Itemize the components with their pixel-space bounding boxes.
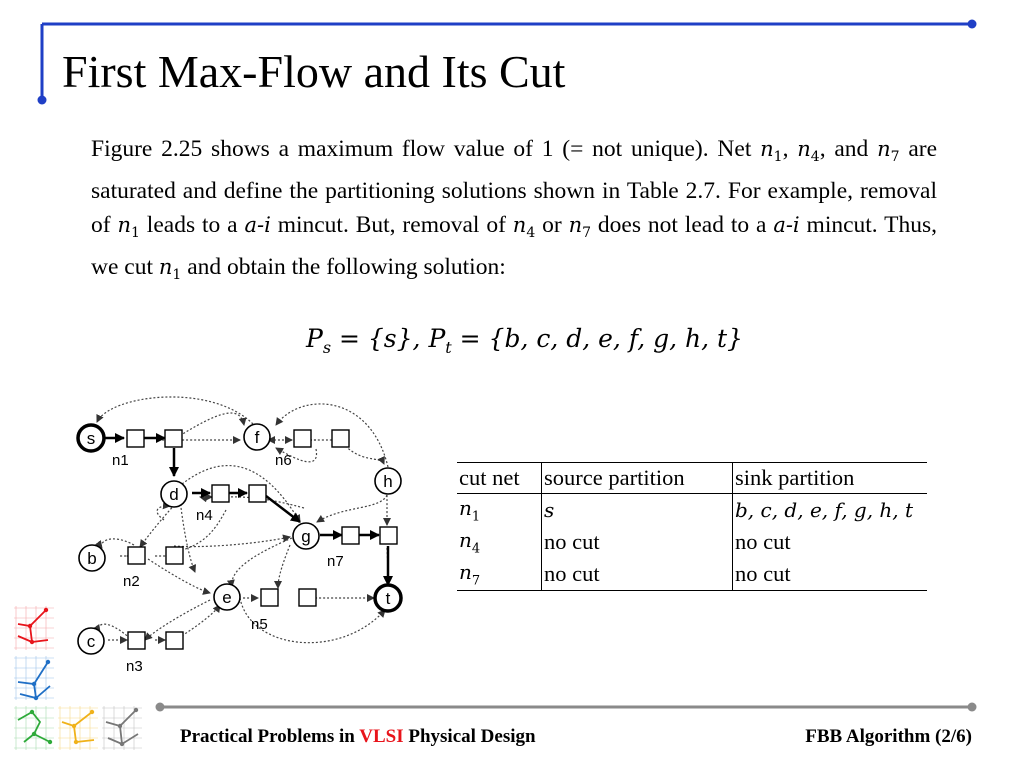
- node-label: t: [386, 589, 391, 608]
- table-row: n7 no cut no cut: [457, 558, 927, 591]
- node-f: [243, 423, 271, 451]
- net-box: [260, 588, 279, 607]
- top-rule-dot: [967, 19, 977, 29]
- math-n1: n1: [760, 137, 783, 166]
- math-n7: n7: [568, 213, 592, 242]
- para-text: leads to a: [139, 212, 245, 239]
- table-cell: no cut: [735, 529, 791, 554]
- cut-table: cut net source partition sink partition …: [457, 462, 927, 591]
- net-label: n4: [196, 507, 213, 524]
- net-box: [331, 429, 350, 448]
- math-n7: n7: [877, 137, 900, 166]
- net-box: [341, 526, 360, 545]
- para-text: and obtain the following solution:: [181, 254, 506, 281]
- net-box: [165, 546, 184, 565]
- cell-nodes: [76, 423, 403, 655]
- left-rule-dot: [37, 95, 47, 105]
- net-label: n7: [327, 553, 344, 570]
- vlsi-logo: [14, 606, 142, 750]
- math-n4: n4: [512, 213, 536, 242]
- net-label: n3: [126, 658, 143, 675]
- table-cell: no cut: [732, 558, 927, 591]
- logo-dots: [27, 607, 139, 747]
- node-s: [76, 423, 106, 453]
- net-label: n1: [112, 452, 129, 469]
- node-label: h: [383, 472, 392, 491]
- node-d: [160, 480, 188, 508]
- net-box: [165, 631, 184, 650]
- table-cell: n1: [457, 493, 542, 526]
- para-text: , and: [819, 136, 878, 162]
- node-label: c: [87, 632, 96, 651]
- footer-slide-label: FBB Algorithm (2/6): [805, 726, 972, 747]
- net-box: [298, 588, 317, 607]
- node-label: d: [169, 485, 178, 504]
- node-label: b: [87, 549, 96, 568]
- net-label: n2: [123, 573, 140, 590]
- column-header: sink partition: [732, 462, 927, 494]
- net-labels: n1 n6 n4 n2 n7 n5 n3: [112, 452, 344, 675]
- column-header: cut net: [457, 462, 542, 494]
- table-cell: s: [541, 493, 733, 526]
- node-t: [373, 583, 403, 613]
- node-h: [374, 467, 402, 495]
- net-box: [127, 631, 146, 650]
- para-text: does not lead to a: [591, 212, 774, 239]
- dotted-edges: [92, 396, 392, 644]
- para-text: mincut. But, removal of: [270, 212, 513, 239]
- math-n1: n1: [117, 213, 140, 242]
- body-paragraph: Figure 2.25 shows a maximum flow value o…: [91, 132, 937, 293]
- net-box: [248, 484, 267, 503]
- flow-network-diagram: s f h d b g e t c n1 n6 n4 n2 n7 n5 n3: [76, 396, 403, 675]
- bold-flow-edges: [104, 433, 393, 586]
- node-labels: s f h d b g e t c: [87, 428, 393, 651]
- table-cell: no cut: [541, 558, 733, 591]
- node-label: s: [87, 429, 96, 448]
- net-box: [293, 429, 312, 448]
- footer-rule-dot-left: [155, 702, 165, 712]
- para-text: Figure 2.25 shows a maximum flow value o…: [91, 136, 761, 162]
- para-text: ,: [782, 136, 798, 162]
- node-e: [213, 583, 241, 611]
- node-label: g: [301, 527, 310, 546]
- column-header: source partition: [541, 462, 733, 494]
- net-label: n5: [251, 616, 268, 633]
- node-label: e: [222, 588, 231, 607]
- net-box: [379, 526, 398, 545]
- table-row: n1 s b, c, d, e, f, g, h, t: [457, 493, 927, 526]
- net-box: [164, 429, 183, 448]
- footer-course-title: Practical Problems in VLSI Physical Desi…: [180, 726, 536, 747]
- table-cell: n7: [457, 558, 542, 591]
- node-label: f: [255, 428, 260, 447]
- math-a-i: a-i: [244, 213, 271, 238]
- partition-formula: Ps = {s}, Pt = {b, c, d, e, f, g, h, t}: [306, 324, 743, 357]
- net-box: [127, 546, 146, 565]
- math-n4: n4: [797, 137, 820, 166]
- node-c: [77, 627, 105, 655]
- math-n1: n1: [158, 255, 182, 284]
- node-g: [292, 522, 320, 550]
- slide-title: First Max-Flow and Its Cut: [62, 46, 566, 97]
- net-box: [211, 484, 230, 503]
- logo-grids: [14, 606, 142, 750]
- node-b: [78, 544, 106, 572]
- para-text: are saturated and define the partitionin…: [91, 136, 938, 239]
- para-text: or: [535, 212, 569, 239]
- footer-rule-dot-right: [967, 702, 977, 712]
- table-cell: no cut: [541, 526, 733, 558]
- para-text: mincut. Thus, we cut: [91, 212, 938, 281]
- table-cell: b, c, d, e, f, g, h, t: [735, 498, 914, 522]
- table-header-row: cut net source partition sink partition: [457, 462, 927, 494]
- net-boxes: [126, 429, 398, 650]
- table-cell: n4: [457, 526, 542, 558]
- net-box: [126, 429, 145, 448]
- math-a-i: a-i: [773, 213, 800, 238]
- net-label: n6: [275, 452, 292, 469]
- table-row: n4 no cut no cut: [457, 526, 927, 558]
